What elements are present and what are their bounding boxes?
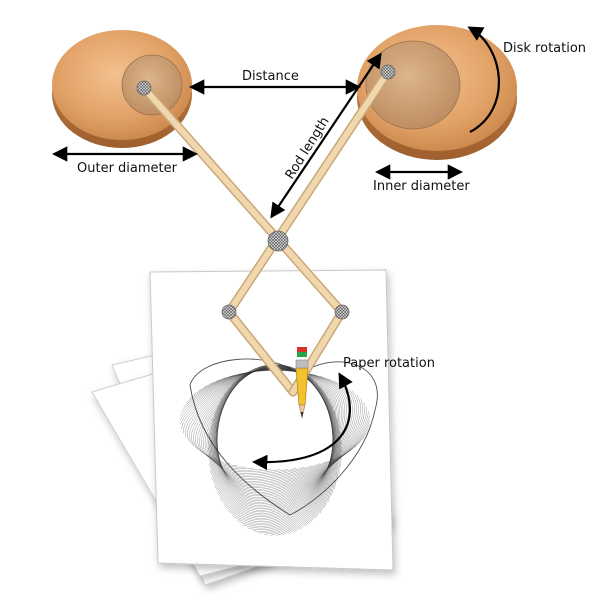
pattern-stroke	[208, 402, 365, 508]
right-disk	[357, 25, 517, 160]
left-inner-disk	[121, 54, 183, 116]
pattern-stroke	[212, 364, 298, 476]
disk-rotation-label: Disk rotation	[503, 41, 586, 56]
outer-diameter-label: Outer diameter	[77, 161, 178, 176]
paper-stack	[91, 269, 394, 586]
distance-label: Distance	[242, 69, 299, 84]
inner-diameter-label: Inner diameter	[373, 179, 470, 194]
paper-sheet-top	[149, 269, 394, 571]
pattern-stroke	[211, 365, 303, 474]
mesh-joint-icon	[136, 80, 152, 96]
mesh-joint-icon	[380, 64, 396, 80]
pattern-stroke	[211, 384, 355, 516]
mesh-joint-icon	[334, 304, 350, 320]
joints	[136, 64, 396, 320]
mesh-joint-icon	[267, 230, 289, 252]
disk-rotation-arrow	[467, 26, 501, 133]
pattern-stroke	[216, 381, 361, 493]
annotations	[51, 26, 501, 471]
mesh-joint-icon	[221, 304, 237, 320]
pattern-stroke	[209, 390, 359, 513]
paper-rotation-arrow	[251, 372, 353, 471]
left-disk	[52, 30, 192, 148]
paper-rotation-label: Paper rotation	[343, 356, 435, 371]
pattern-stroke	[208, 398, 363, 509]
pattern-stroke	[208, 394, 361, 511]
pattern-stroke	[210, 387, 357, 514]
rod-length-arrow	[270, 52, 382, 219]
